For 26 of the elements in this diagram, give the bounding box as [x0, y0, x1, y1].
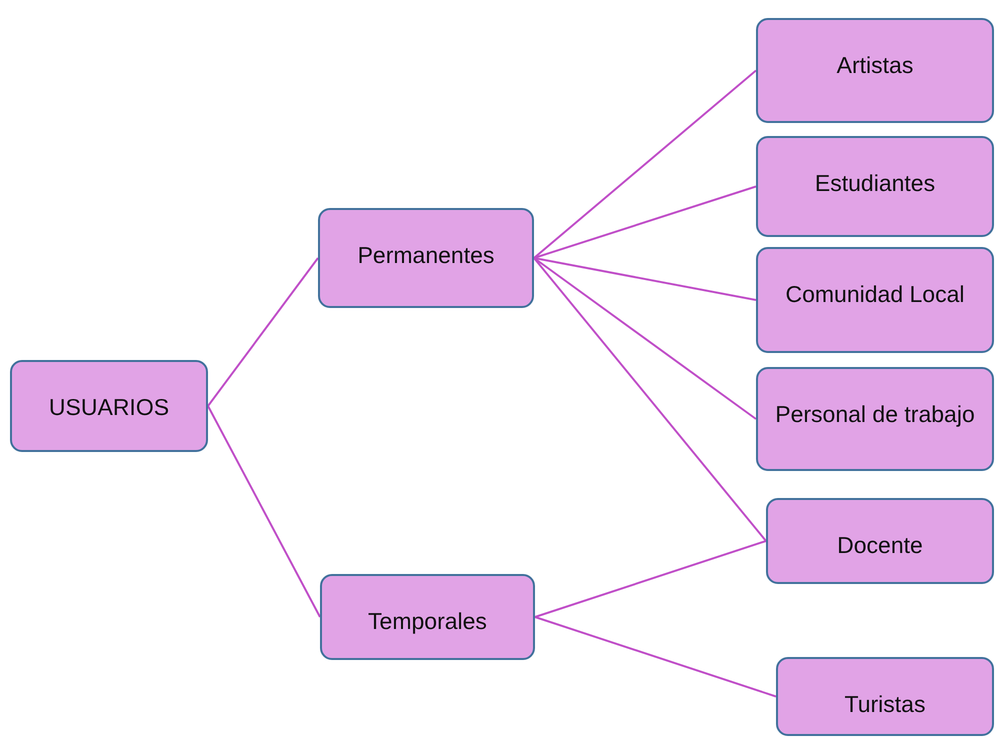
node-label: Docente [836, 531, 924, 560]
node-label: Permanentes [356, 241, 496, 270]
category-box [10, 360, 208, 452]
connector-line [534, 257, 756, 301]
category-box [320, 574, 535, 660]
node-label: Comunidad Local [784, 280, 966, 309]
category-box [318, 208, 534, 308]
category-box [756, 247, 994, 353]
node-label: Artistas [836, 51, 914, 80]
node-label: Estudiantes [814, 169, 936, 198]
category-box [766, 498, 994, 584]
node-label: USUARIOS [48, 393, 170, 422]
category-box [756, 18, 994, 123]
node-label: Personal de trabajo [774, 400, 976, 429]
node-label: Turistas [844, 690, 926, 719]
connector-line [534, 186, 756, 259]
connector-line [534, 540, 766, 618]
connector-line [207, 257, 319, 407]
category-box [756, 367, 994, 471]
connector-line [533, 70, 757, 259]
connector-line [534, 616, 776, 698]
category-box [776, 657, 994, 736]
node-label: Temporales [367, 607, 488, 636]
category-box [756, 136, 994, 237]
connector-line [207, 406, 321, 618]
connector-line [533, 257, 767, 542]
